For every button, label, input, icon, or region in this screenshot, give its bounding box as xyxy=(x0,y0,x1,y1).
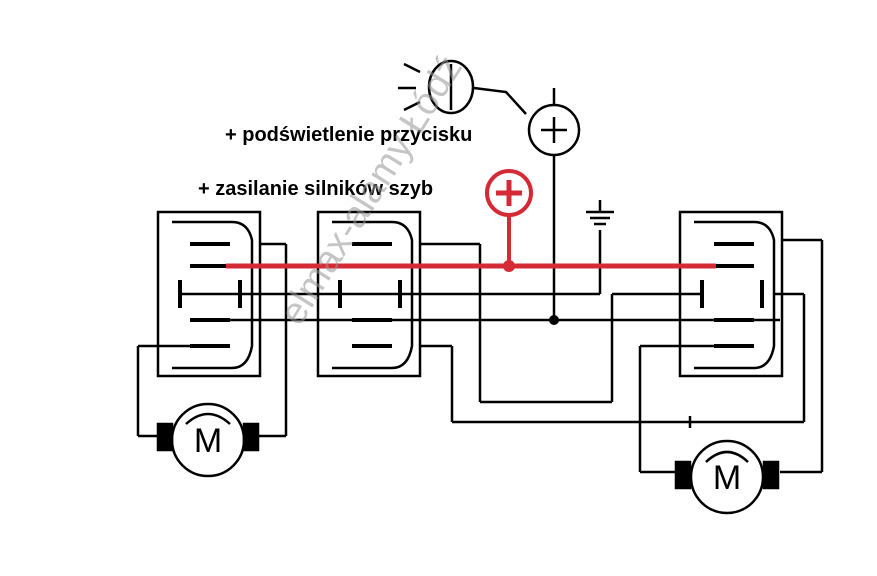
motor-left xyxy=(156,402,260,478)
bus-wires xyxy=(136,155,824,474)
motor-right xyxy=(674,439,780,515)
motor-right-label: M xyxy=(713,459,741,497)
supply-label: + zasilanie silników szyb xyxy=(198,178,434,200)
motor-left-label: M xyxy=(194,422,222,460)
backlight-plus-icon xyxy=(527,88,581,157)
ground-icon xyxy=(586,200,614,226)
junction-dot xyxy=(549,315,559,325)
lamp-icon xyxy=(398,59,527,115)
backlight-label: + podświetlenie przycisku xyxy=(225,124,473,146)
supply-line xyxy=(226,169,716,272)
